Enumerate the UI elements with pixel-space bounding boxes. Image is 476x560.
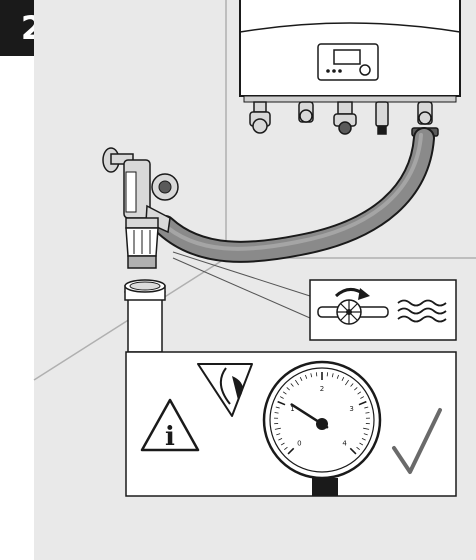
gauge-tick bbox=[284, 446, 288, 451]
gauge-tick bbox=[282, 391, 287, 395]
warning-info-icon: i bbox=[140, 398, 200, 452]
boiler-control-panel bbox=[317, 43, 379, 81]
boiler bbox=[239, 0, 461, 137]
water-waves bbox=[397, 299, 447, 323]
gauge-tick bbox=[361, 438, 366, 441]
pressure-gauge: 0 1 2 3 4 bbox=[262, 360, 382, 496]
gauge-tick bbox=[356, 446, 360, 451]
open-valve-flow-icon bbox=[309, 279, 457, 341]
gauge-tick bbox=[354, 387, 358, 391]
gauge-tick bbox=[359, 442, 364, 446]
gauge-tick bbox=[360, 396, 365, 399]
gauge-tick-label: 1 bbox=[290, 405, 294, 413]
water-tap bbox=[102, 147, 179, 269]
gauge-tick-label: 0 bbox=[297, 440, 301, 448]
gauge-tick bbox=[363, 433, 368, 436]
gauge-tick bbox=[286, 387, 290, 391]
gauge-tick bbox=[295, 379, 299, 386]
gauge-tick bbox=[364, 406, 369, 409]
gauge-tick bbox=[275, 406, 280, 409]
gauge-tick bbox=[276, 433, 281, 436]
gauge-tick bbox=[290, 383, 294, 387]
gauge-tick bbox=[345, 379, 349, 386]
gauge-tick-label: 2 bbox=[320, 385, 324, 393]
checkmark-icon bbox=[392, 408, 442, 474]
gauge-tick bbox=[310, 373, 313, 378]
callout-line-top bbox=[172, 251, 311, 297]
gauge-tick bbox=[274, 427, 281, 430]
gauge-tick bbox=[277, 400, 286, 406]
gauge-tick bbox=[287, 447, 295, 455]
gauge-tick bbox=[363, 427, 370, 430]
eye-check-icon bbox=[197, 363, 253, 417]
gauge-tick bbox=[279, 396, 284, 399]
gauge-ticks bbox=[274, 372, 370, 455]
filling-hose bbox=[154, 127, 435, 263]
gauge-tick bbox=[358, 400, 367, 406]
gauge-tick bbox=[331, 373, 334, 378]
display-screen bbox=[333, 49, 361, 65]
gauge-tick bbox=[299, 377, 303, 381]
drain-pipe bbox=[124, 279, 166, 353]
gauge-hub bbox=[316, 418, 328, 430]
boiler-valve-3 bbox=[333, 101, 357, 135]
boiler-valve-4 bbox=[375, 101, 389, 135]
gauge-tick-label: 3 bbox=[349, 405, 353, 413]
gauge-tick bbox=[305, 374, 308, 379]
gauge-tick bbox=[365, 412, 370, 414]
callout-line-bottom bbox=[172, 257, 311, 319]
gauge-tick-label: 4 bbox=[342, 440, 347, 448]
gauge-tick bbox=[357, 391, 362, 395]
control-knob bbox=[359, 64, 371, 76]
gauge-tick bbox=[278, 438, 283, 441]
gauge-tick bbox=[350, 383, 354, 387]
gauge-tick bbox=[274, 412, 279, 414]
gauge-stem bbox=[312, 478, 338, 496]
gauge-tick bbox=[341, 377, 345, 381]
svg-text:i: i bbox=[165, 422, 175, 452]
boiler-valve-1 bbox=[249, 101, 271, 134]
gauge-tick bbox=[336, 374, 339, 379]
gauge-tick bbox=[280, 442, 285, 446]
gauge-tick bbox=[349, 447, 357, 455]
gauge-labels: 0 1 2 3 4 bbox=[290, 385, 354, 448]
boiler-valve-2 bbox=[298, 101, 314, 123]
